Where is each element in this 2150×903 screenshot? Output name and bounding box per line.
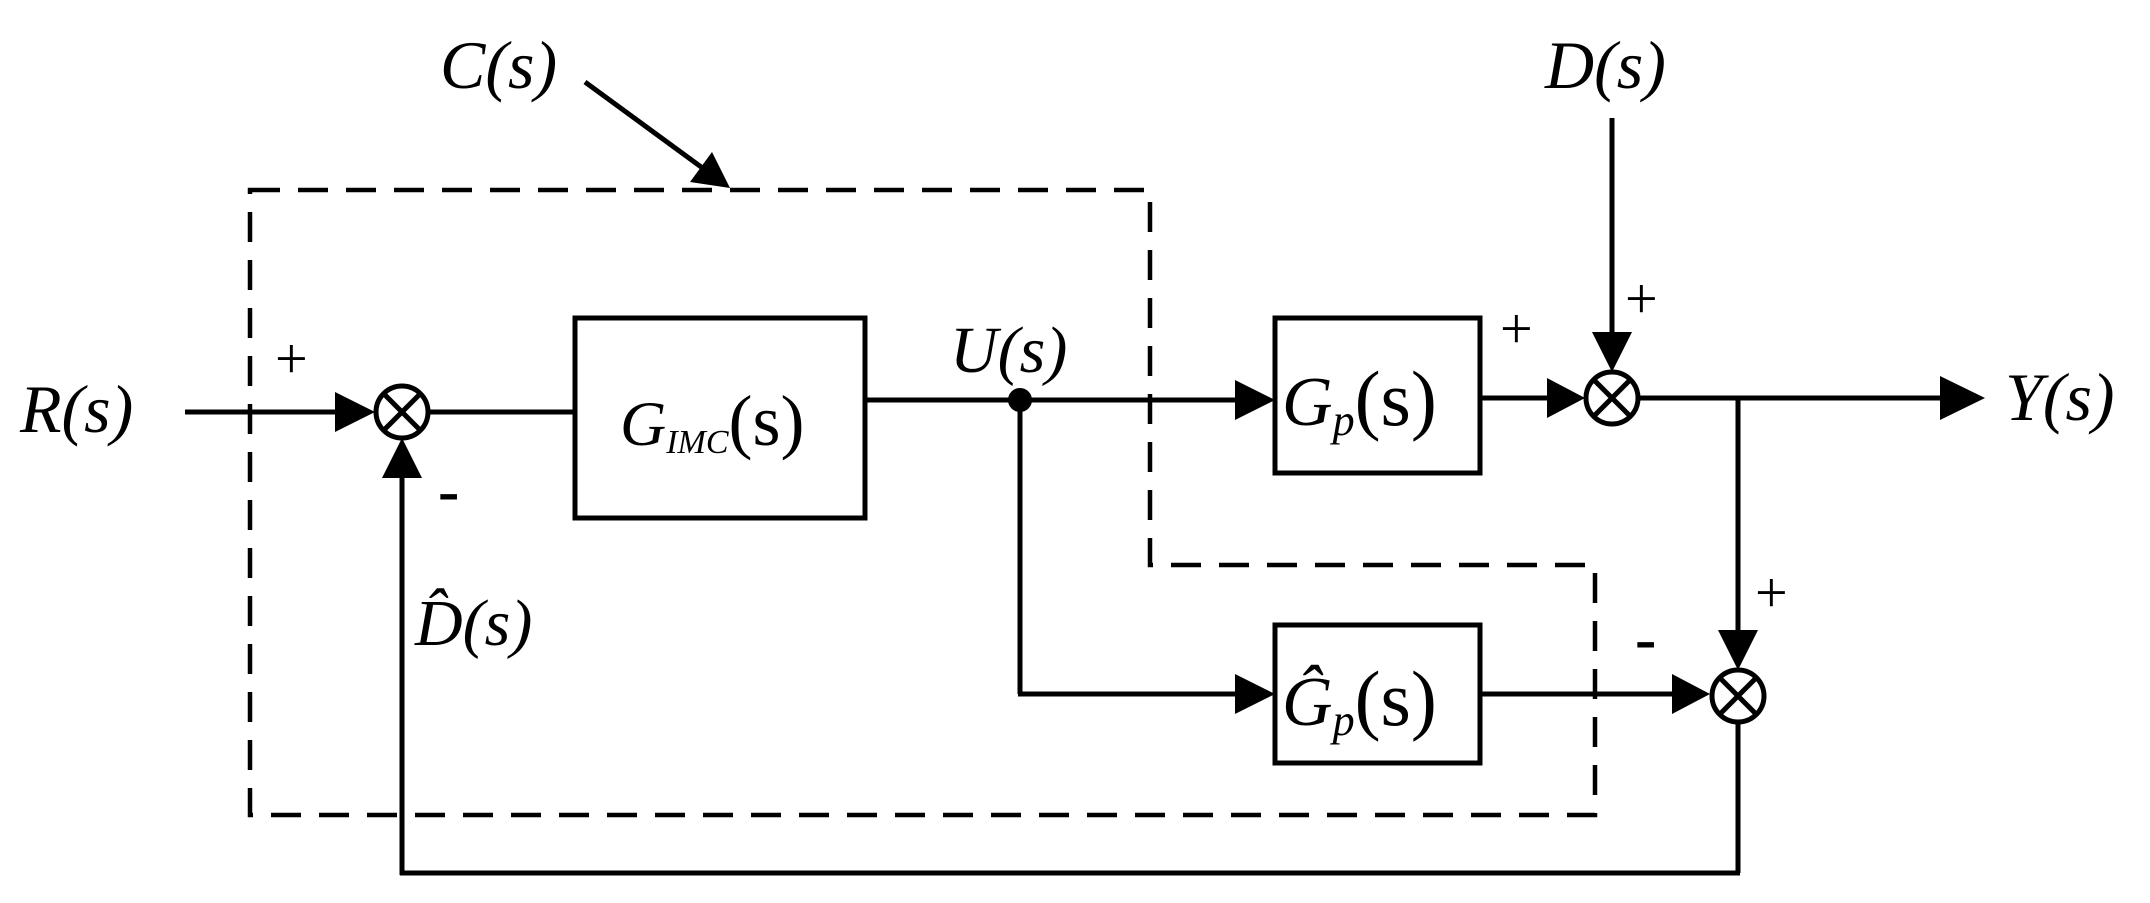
sign-sum1-feedback: - bbox=[438, 455, 459, 526]
sum-junction-1 bbox=[373, 383, 431, 441]
plant-block-label: Gp(s) bbox=[1282, 355, 1437, 445]
output-label: Y(s) bbox=[2005, 359, 2115, 435]
arrow-into-sum1-bottom bbox=[382, 438, 422, 478]
arrow-into-sum3-top bbox=[1718, 630, 1758, 670]
sum-junction-2 bbox=[1583, 369, 1641, 427]
controller-label: C(s) bbox=[440, 27, 557, 103]
plant-block bbox=[1272, 315, 1483, 476]
arrow-into-sum2-left bbox=[1547, 378, 1585, 418]
sum-junction-3 bbox=[1709, 667, 1767, 725]
arrow-into-sum3-left bbox=[1672, 674, 1710, 714]
sign-sum1-reference: + bbox=[275, 326, 308, 391]
arrow-into-sum1 bbox=[335, 392, 375, 432]
model-block bbox=[1272, 622, 1483, 766]
controller-boundary bbox=[247, 187, 1598, 818]
disturbance-estimate-label: D̂(s) bbox=[414, 587, 532, 660]
control-signal-label: U(s) bbox=[950, 314, 1067, 387]
arrow-output bbox=[1940, 376, 1985, 420]
sign-sum3-model: - bbox=[1635, 603, 1656, 674]
controller-pointer bbox=[583, 79, 710, 175]
imc-controller-block bbox=[572, 315, 868, 521]
reference-label: R(s) bbox=[19, 371, 133, 447]
arrow-into-plant bbox=[1235, 380, 1275, 420]
arrow-into-sum2-top bbox=[1592, 332, 1632, 372]
disturbance-label: D(s) bbox=[1544, 27, 1666, 103]
sign-sum3-output: + bbox=[1755, 560, 1788, 625]
u-takeoff-point bbox=[1008, 388, 1032, 412]
model-block-label: Ĝp(s) bbox=[1282, 655, 1437, 745]
sign-sum2-disturbance: + bbox=[1625, 266, 1658, 331]
arrow-into-model bbox=[1235, 674, 1275, 714]
controller-pointer-head bbox=[690, 152, 730, 188]
imc-block-label: GIMC(s) bbox=[620, 381, 805, 461]
sign-sum2-plant: + bbox=[1500, 296, 1533, 361]
